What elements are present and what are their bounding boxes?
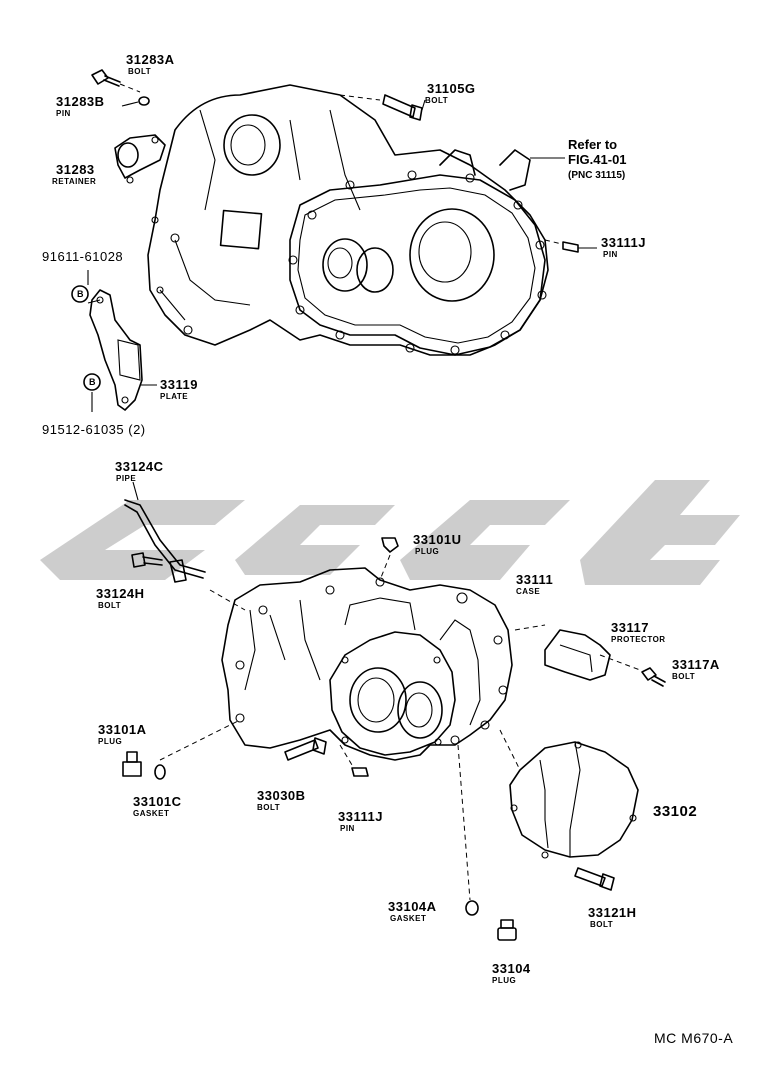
bolt-code-91611: 91611-61028 xyxy=(42,249,124,264)
part-33124h-name: BOLT xyxy=(98,601,122,610)
cover-33102 xyxy=(499,729,639,859)
plug-33101u xyxy=(379,537,399,581)
part-33101c-number: 33101C xyxy=(133,794,182,809)
bolt-31105g xyxy=(339,94,426,121)
part-31283-number: 31283 xyxy=(56,162,95,177)
part-33119-number: 33119 xyxy=(160,377,198,392)
part-33104-number: 33104 xyxy=(492,961,531,976)
part-31283b-name: PIN xyxy=(56,109,71,118)
bolt-33117a xyxy=(641,667,666,687)
part-33117-name: PROTECTOR xyxy=(611,635,666,644)
part-31105g-name: BOLT xyxy=(425,96,449,105)
part-33104a-name: GASKET xyxy=(390,914,427,923)
plate-33119 xyxy=(87,270,157,412)
part-31283a-name: BOLT xyxy=(128,67,152,76)
part-33111j-top-number: 33111J xyxy=(601,235,646,250)
part-33124h-number: 33124H xyxy=(96,586,145,601)
pin-33111j-bottom xyxy=(339,744,369,777)
part-33104-name: PLUG xyxy=(492,976,517,985)
part-33101u-name: PLUG xyxy=(415,547,440,556)
part-31105g-number: 31105G xyxy=(427,81,476,96)
part-33111j-bottom-name: PIN xyxy=(340,824,355,833)
callout-b2-label: B xyxy=(89,377,96,387)
part-33111-name: CASE xyxy=(516,587,541,596)
retainer-part xyxy=(114,134,166,184)
part-33119-name: PLATE xyxy=(160,392,189,401)
part-33111j-top-name: PIN xyxy=(603,250,618,259)
reference-line3: (PNC 31115) xyxy=(568,170,626,181)
part-33111j-bottom-number: 33111J xyxy=(338,809,383,824)
part-33101a-name: PLUG xyxy=(98,737,123,746)
bolt-33124h xyxy=(131,552,163,568)
part-33121h-name: BOLT xyxy=(590,920,614,929)
bolt-31283a xyxy=(91,69,141,93)
transaxle-housing-top xyxy=(147,84,565,356)
gasket-33104a xyxy=(457,744,479,916)
part-33030b-name: BOLT xyxy=(257,803,281,812)
bolt-33121h xyxy=(574,867,615,891)
bolt-marker-b2 xyxy=(83,373,101,391)
part-31283a-number: 31283A xyxy=(126,52,175,67)
part-33117a-number: 33117A xyxy=(672,657,720,672)
part-33030b-number: 33030B xyxy=(257,788,306,803)
reference-line2: FIG.41-01 xyxy=(568,152,627,167)
part-33117a-name: BOLT xyxy=(672,672,696,681)
gasket-33101c xyxy=(154,764,166,780)
part-33124c-name: PIPE xyxy=(116,474,137,483)
plug-33104 xyxy=(497,919,517,941)
part-33111-number: 33111 xyxy=(516,572,554,587)
part-33102-number: 33102 xyxy=(653,803,698,820)
part-33104a-number: 33104A xyxy=(388,899,437,914)
watermark-logo xyxy=(40,480,740,585)
callout-b1-label: B xyxy=(77,289,84,299)
part-33121h-number: 33121H xyxy=(588,905,637,920)
pipe-33124c xyxy=(124,481,246,611)
transmission-case-bottom xyxy=(221,567,513,761)
pin-33111j-top xyxy=(544,239,597,253)
pin-31283b xyxy=(121,96,150,107)
protector-33117 xyxy=(514,624,641,681)
part-33101c-name: GASKET xyxy=(133,809,170,818)
part-33101u-number: 33101U xyxy=(413,532,462,547)
part-33101a-number: 33101A xyxy=(98,722,147,737)
diagram-code: MC M670-A xyxy=(654,1030,734,1046)
bolt-33030b xyxy=(284,737,327,761)
bolt-marker-b1 xyxy=(71,285,89,303)
bolt-code-91512: 91512-61035 (2) xyxy=(42,422,146,437)
plug-33101a xyxy=(122,719,241,777)
part-31283b-number: 31283B xyxy=(56,94,105,109)
part-33124c-number: 33124C xyxy=(115,459,164,474)
part-31283-name: RETAINER xyxy=(52,177,97,186)
part-33117-number: 33117 xyxy=(611,620,649,635)
reference-line1: Refer to xyxy=(568,137,618,152)
